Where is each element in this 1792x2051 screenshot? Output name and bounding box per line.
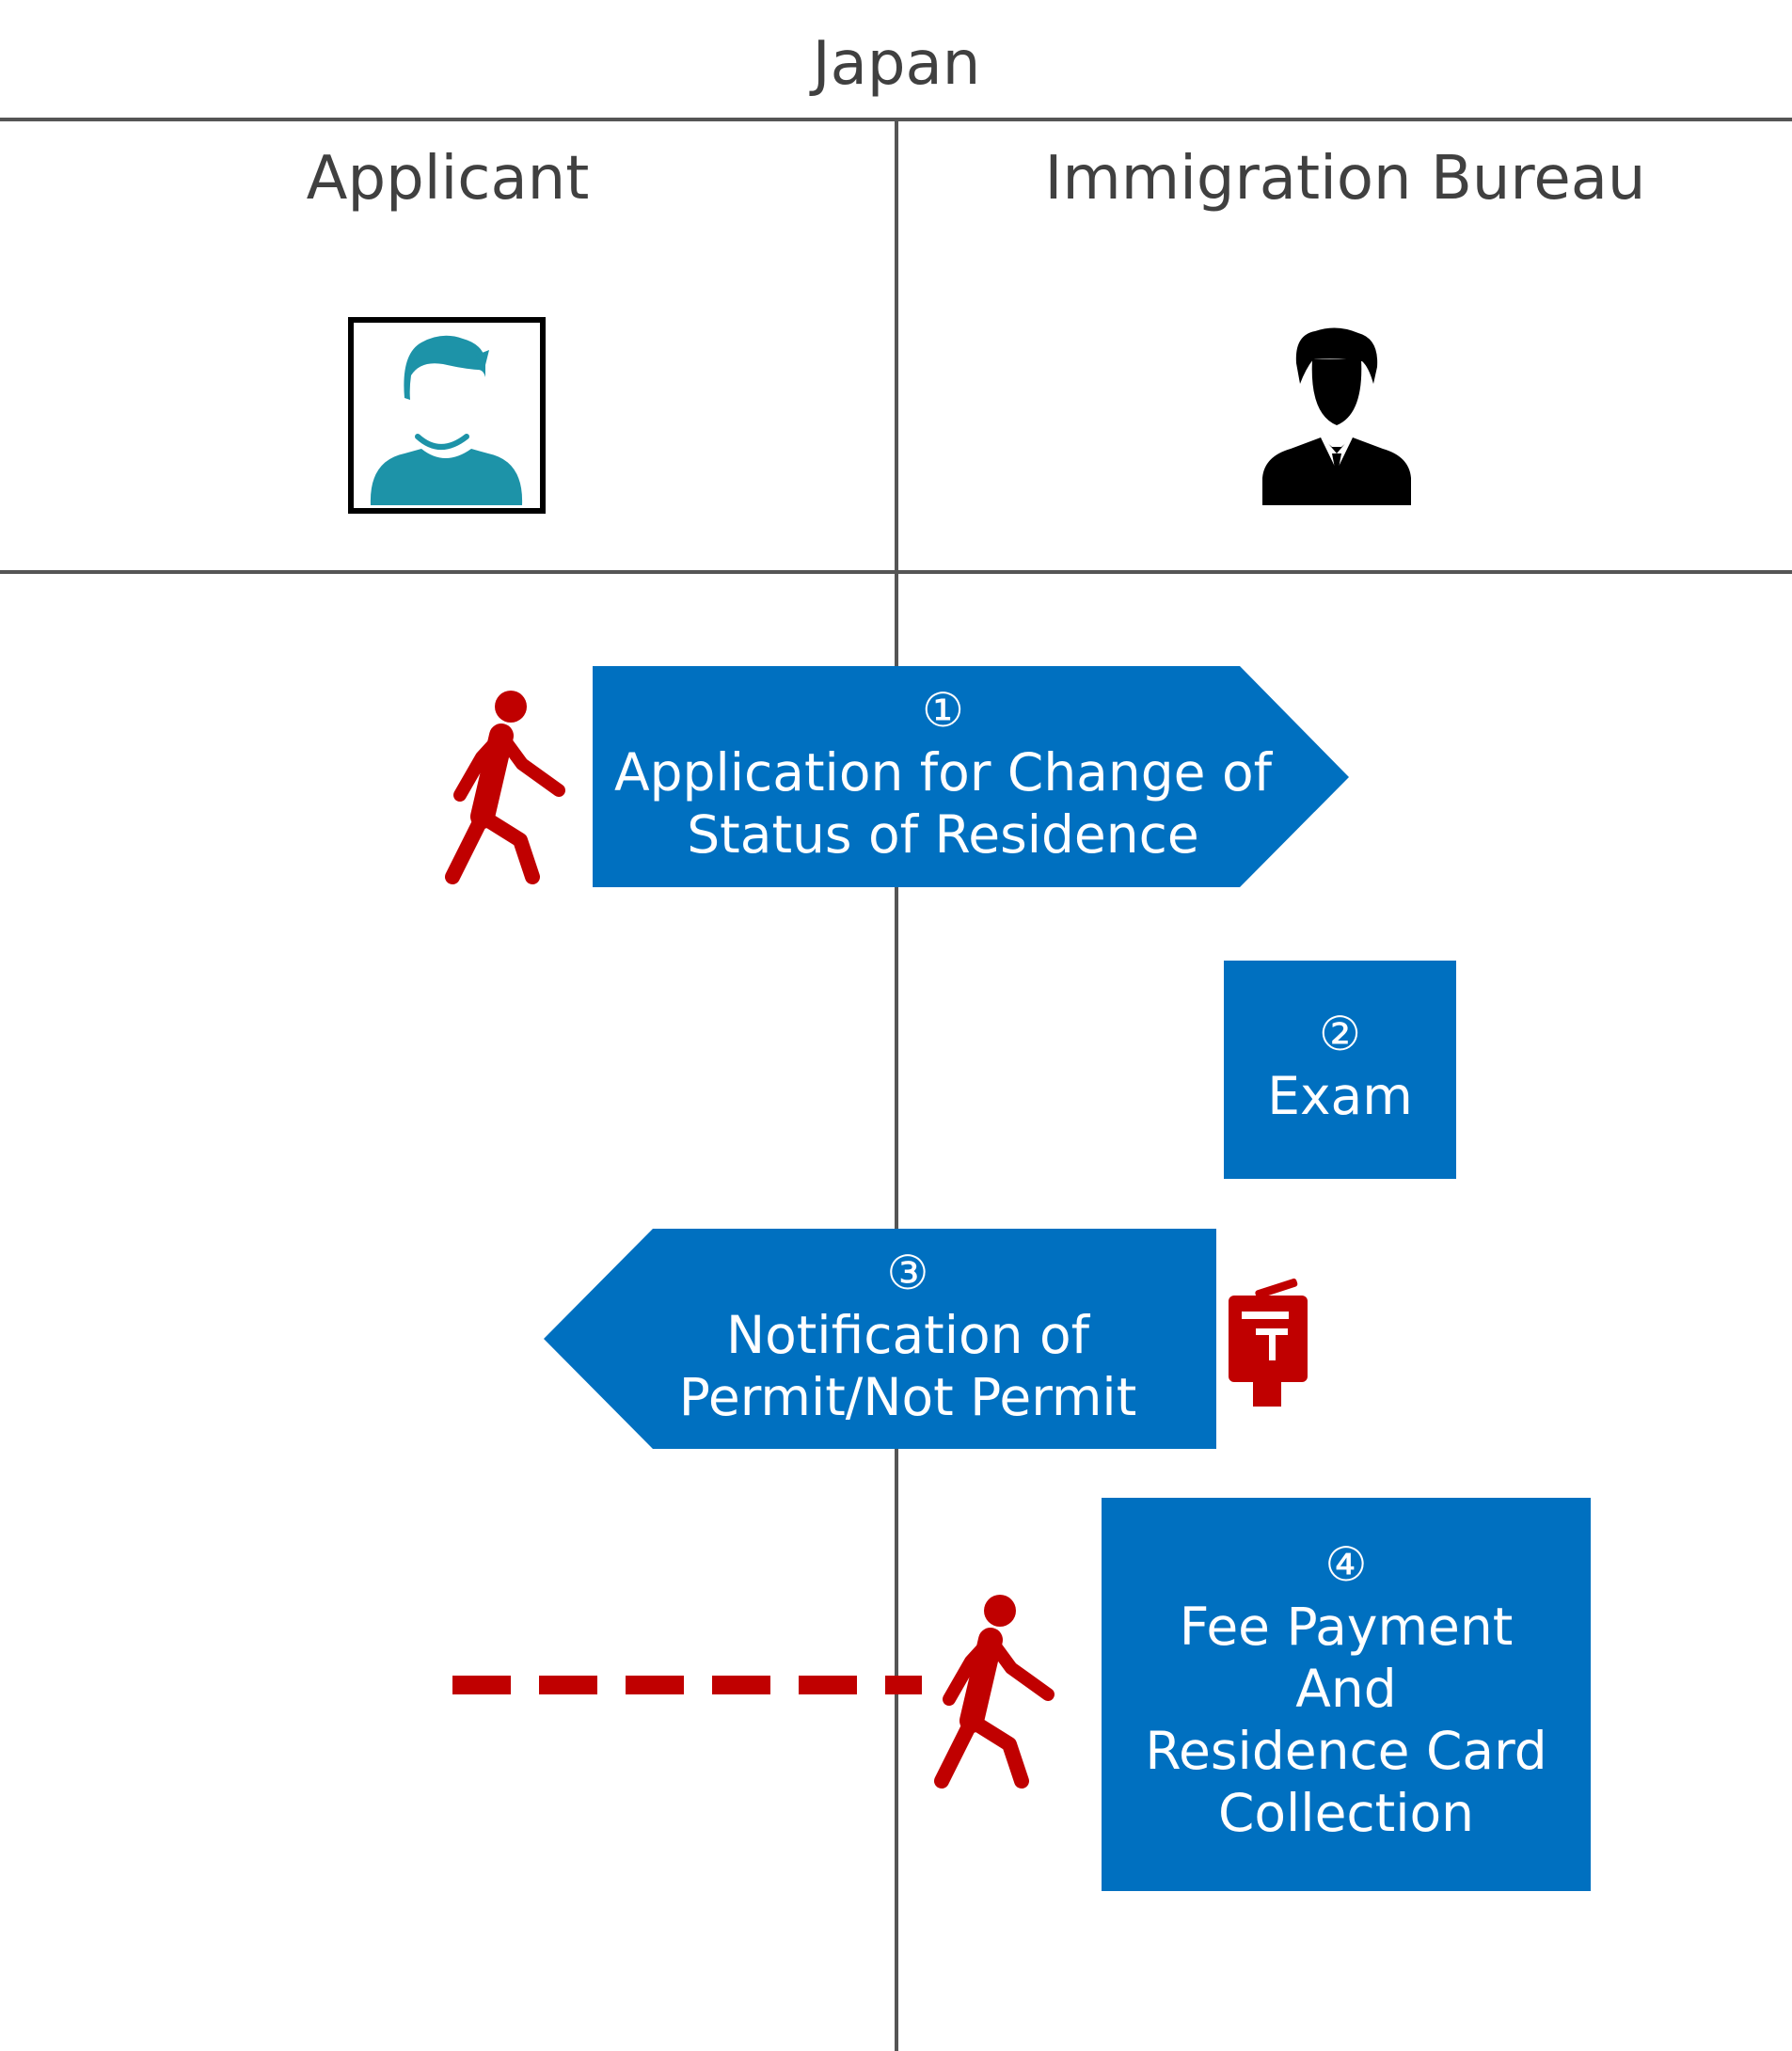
step-2-label: ② Exam <box>1224 1003 1456 1127</box>
step-4-box-shape <box>1102 1498 1591 1891</box>
page-title: Japan <box>812 29 981 99</box>
step-1-arrow-shape <box>593 666 1349 887</box>
step-2-number: ② <box>1319 1007 1361 1061</box>
step-4-label: ④ Fee Payment And Residence Card Collect… <box>1102 1534 1591 1844</box>
step-2-box-shape <box>1224 961 1456 1179</box>
step-1-label: ① Application for Change of Status of Re… <box>593 679 1293 866</box>
step-3-label: ③ Notification of Permit/Not Permit <box>640 1242 1176 1428</box>
step-4-line-2: And <box>1295 1659 1397 1719</box>
step-1-line-2: Status of Residence <box>687 804 1199 865</box>
step-1-line-1: Application for Change of <box>614 742 1272 803</box>
step-3-line-2: Permit/Not Permit <box>678 1367 1137 1427</box>
postbox-icon <box>1229 1278 1308 1407</box>
step-4-line-1: Fee Payment <box>1179 1597 1514 1657</box>
step-3-line-1: Notification of <box>725 1305 1090 1365</box>
step-4-line-3: Residence Card <box>1145 1721 1547 1781</box>
step-3-arrow-shape <box>544 1229 1216 1449</box>
applicant-avatar-icon <box>348 317 546 514</box>
step-1-number: ① <box>922 683 964 738</box>
lane-header-immigration-bureau: Immigration Bureau <box>1044 144 1646 214</box>
step-4-number: ④ <box>1324 1537 1368 1592</box>
walking-person-icon <box>934 1595 1055 1789</box>
step-2-line-1: Exam <box>1267 1066 1413 1126</box>
officer-icon <box>1262 327 1411 505</box>
step-4-line-4: Collection <box>1217 1783 1475 1843</box>
walking-person-icon <box>445 691 565 884</box>
step-3-number: ③ <box>886 1246 929 1300</box>
lane-header-applicant: Applicant <box>306 144 590 214</box>
